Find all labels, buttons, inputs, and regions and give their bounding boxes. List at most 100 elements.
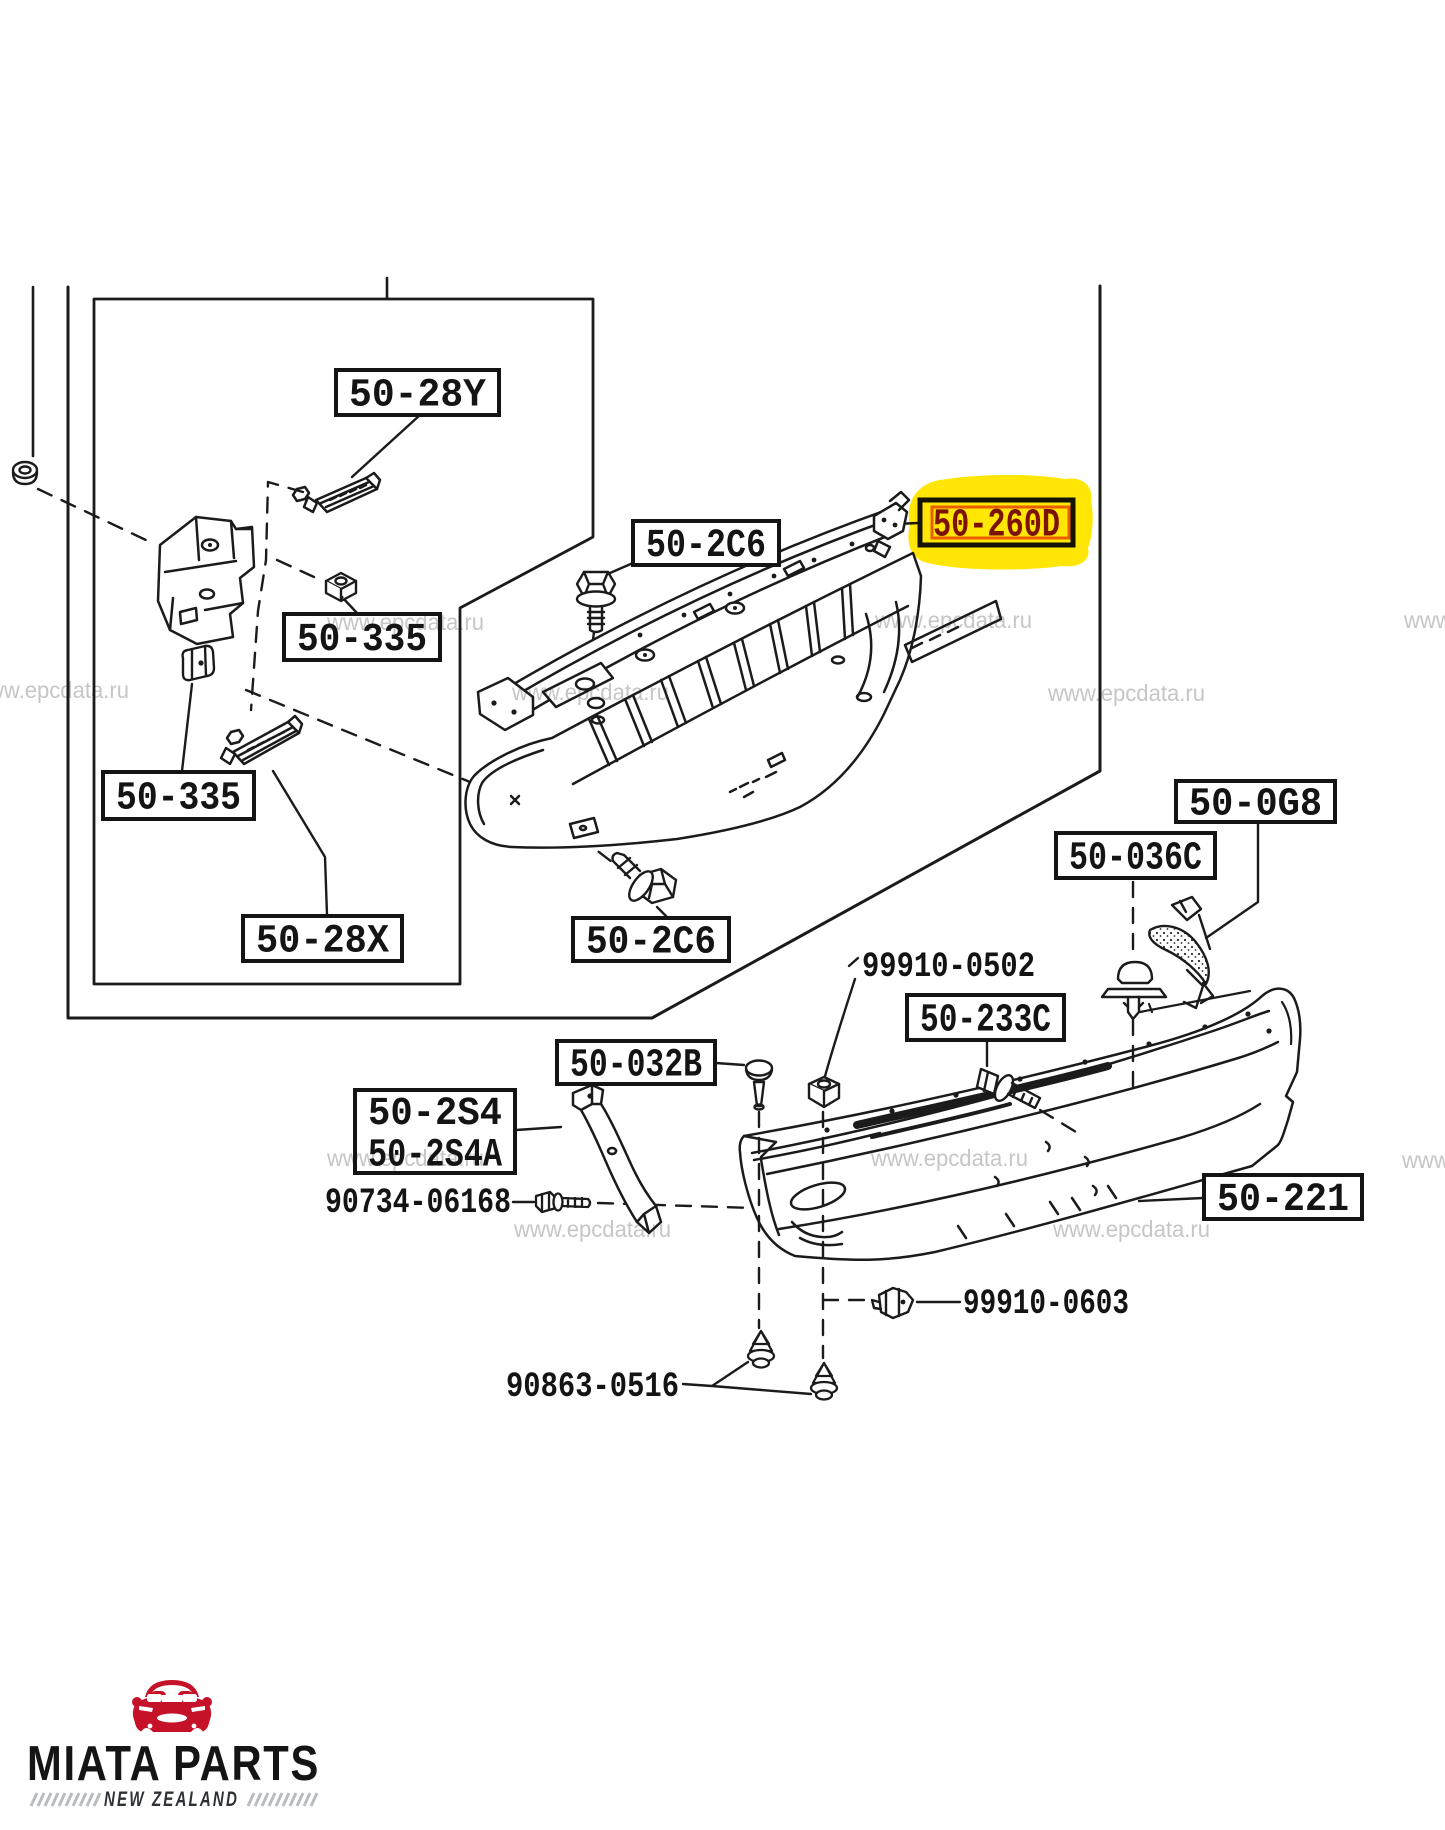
part-label-50-0G8-shape[interactable] [1174, 779, 1337, 824]
part-label-50-2C6-lower[interactable]: 50-2C6 [571, 916, 731, 966]
art-energy-absorber-shape [910, 625, 960, 650]
art-0g8-bracket [1148, 895, 1215, 1010]
dash-bracket-to-absorber [244, 688, 472, 784]
art-rear-bumper-shape [765, 1040, 1280, 1176]
part-label-99910-0502[interactable]: 99910-0502 [862, 947, 1035, 987]
part-label-50-335-upper[interactable]: 50-335 [282, 612, 442, 663]
part-label-50-28X[interactable]: 50-28X [241, 914, 404, 965]
art-0g8-bracket-shape [1182, 968, 1205, 1010]
leader-50-28y [350, 413, 422, 479]
highlight-marker [908, 474, 1093, 570]
art-energy-absorber-shape [766, 751, 787, 769]
part-number-text: 50-335 [116, 777, 241, 822]
part-label-50-0G8[interactable]: 50-0G8 [1174, 779, 1337, 828]
art-nut-top-left-shape [18, 465, 32, 475]
art-reinforcement-bar-shape [692, 559, 806, 621]
part-label-50-2S4-shape[interactable] [353, 1088, 517, 1175]
part-label-99910-0603[interactable]: 99910-0603 [963, 1284, 1129, 1324]
part-label-50-335-lower-shape[interactable] [101, 770, 256, 821]
art-28y-slider-shape [364, 471, 382, 491]
part-label-50-036C[interactable]: 50-036C [1054, 831, 1217, 882]
part-label-50-2C6-lower-shape[interactable] [571, 916, 731, 963]
part-label-50-335-lower[interactable]: 50-335 [101, 770, 256, 822]
art-reinforcement-bar-shape [681, 612, 687, 618]
art-335-clip-shape [198, 660, 204, 666]
watermark-text: www.epcdata.ru [870, 1145, 1028, 1171]
miata-car-icon-shape [191, 1728, 203, 1732]
frame-inner-box [92, 297, 595, 986]
part-label-50-28Y-shape[interactable] [334, 368, 501, 417]
art-rear-bumper-shape [870, 1102, 1012, 1139]
art-28y-slider [291, 471, 382, 514]
part-label-50-032B-shape[interactable] [555, 1039, 717, 1086]
logo-region-text: NEW ZEALAND [104, 1788, 239, 1811]
art-036c-clip-shape [1116, 960, 1154, 985]
part-number-text: 50-2S4A [368, 1133, 502, 1178]
art-233c-screw [975, 1067, 1042, 1110]
art-0603-nut-shape [900, 1299, 906, 1305]
art-0g8-bracket-shape [1148, 924, 1210, 986]
part-label-50-233C[interactable]: 50-233C [905, 993, 1066, 1044]
art-0516-screw-left-shape [748, 1329, 774, 1353]
art-energy-absorber-shape [568, 816, 600, 840]
art-28x-slider-shape [286, 714, 304, 735]
art-rear-bumper-shape [738, 987, 1302, 1262]
miata-car-icon-shape [141, 1728, 153, 1732]
part-label-50-2C6-upper-shape[interactable] [631, 519, 781, 567]
part-label-50-28Y[interactable]: 50-28Y [334, 368, 501, 419]
leader-90863-0516 [681, 1360, 813, 1396]
miata-car-icon-shape [191, 1723, 197, 1729]
part-label-50-233C-shape[interactable] [905, 993, 1066, 1042]
miata-car-icon-shape [191, 1706, 205, 1712]
part-label-90734-06168[interactable]: 90734-06168 [325, 1183, 511, 1223]
art-rear-bumper-shape [742, 1134, 778, 1159]
art-rear-bumper-shape [1266, 1028, 1272, 1034]
leader-50-0g8 [1204, 821, 1260, 940]
part-number-text: 50-28X [256, 920, 389, 965]
part-label-50-28X-shape[interactable] [241, 914, 404, 963]
art-335-clip [181, 644, 216, 682]
art-2c6-bolt-upper [575, 570, 617, 634]
art-335-nut-shape [324, 579, 358, 603]
diagram-line-art-shape [596, 880, 1135, 1210]
logo-slashes-left-shape [29, 1792, 102, 1807]
part-label-50-032B[interactable]: 50-032B [555, 1039, 717, 1089]
art-reinforcement-bar-shape [637, 632, 643, 638]
miata-car-icon-shape [147, 1694, 162, 1702]
leader-50-335-lower [180, 682, 194, 773]
art-2s4-bracket-shape [571, 1083, 663, 1235]
art-233c-screw-shape [982, 1070, 990, 1093]
watermark-text: www.epcdata.ru [1403, 607, 1445, 633]
art-reinforcement-bar-shape [811, 557, 817, 563]
miata-car-icon-shape [162, 1695, 182, 1702]
art-reinforcement-bar-shape [574, 677, 596, 691]
watermark-text: www.epcdata.ru [511, 679, 669, 705]
part-number-text: 50-036C [1069, 837, 1202, 882]
art-0502-nut-shape [816, 1079, 832, 1089]
art-rear-bumper-shape [1017, 1076, 1023, 1082]
art-0516-screw-right [809, 1361, 839, 1401]
watermark-text: www.epcdata.ru [1047, 680, 1205, 706]
art-reinforcement-bar-shape [849, 541, 855, 547]
art-reinforcement-bar-shape [476, 676, 535, 732]
art-energy-absorber-shape [830, 655, 846, 665]
part-label-50-221[interactable]: 50-221 [1202, 1173, 1364, 1223]
art-reinforcement-bar-shape [496, 515, 899, 708]
art-2s4-bracket-shape [606, 1146, 618, 1156]
art-28x-slider-shape [219, 746, 237, 766]
art-rear-bumper-shape [889, 1108, 895, 1114]
art-rear-bumper-shape [777, 1102, 1262, 1231]
part-label-90863-0516[interactable]: 90863-0516 [506, 1367, 679, 1407]
diagram-line-art [11, 276, 1302, 1401]
part-label-50-335-upper-shape[interactable] [282, 612, 442, 662]
art-rear-bumper-shape [789, 1181, 847, 1211]
part-number-text: 50-221 [1217, 1178, 1349, 1223]
part-label-50-036C-shape[interactable] [1054, 831, 1217, 880]
art-036c-clip-shape [1126, 995, 1141, 1021]
diagram-canvas-shape: 50-28Y50-2C650-260D50-33550-33550-28X50-… [101, 368, 1364, 1223]
art-reinforcement-bar-shape [872, 501, 909, 541]
art-energy-absorber-shape [903, 599, 1003, 664]
part-label-50-221-shape[interactable] [1202, 1173, 1364, 1221]
part-label-50-2C6-upper[interactable]: 50-2C6 [631, 519, 781, 569]
